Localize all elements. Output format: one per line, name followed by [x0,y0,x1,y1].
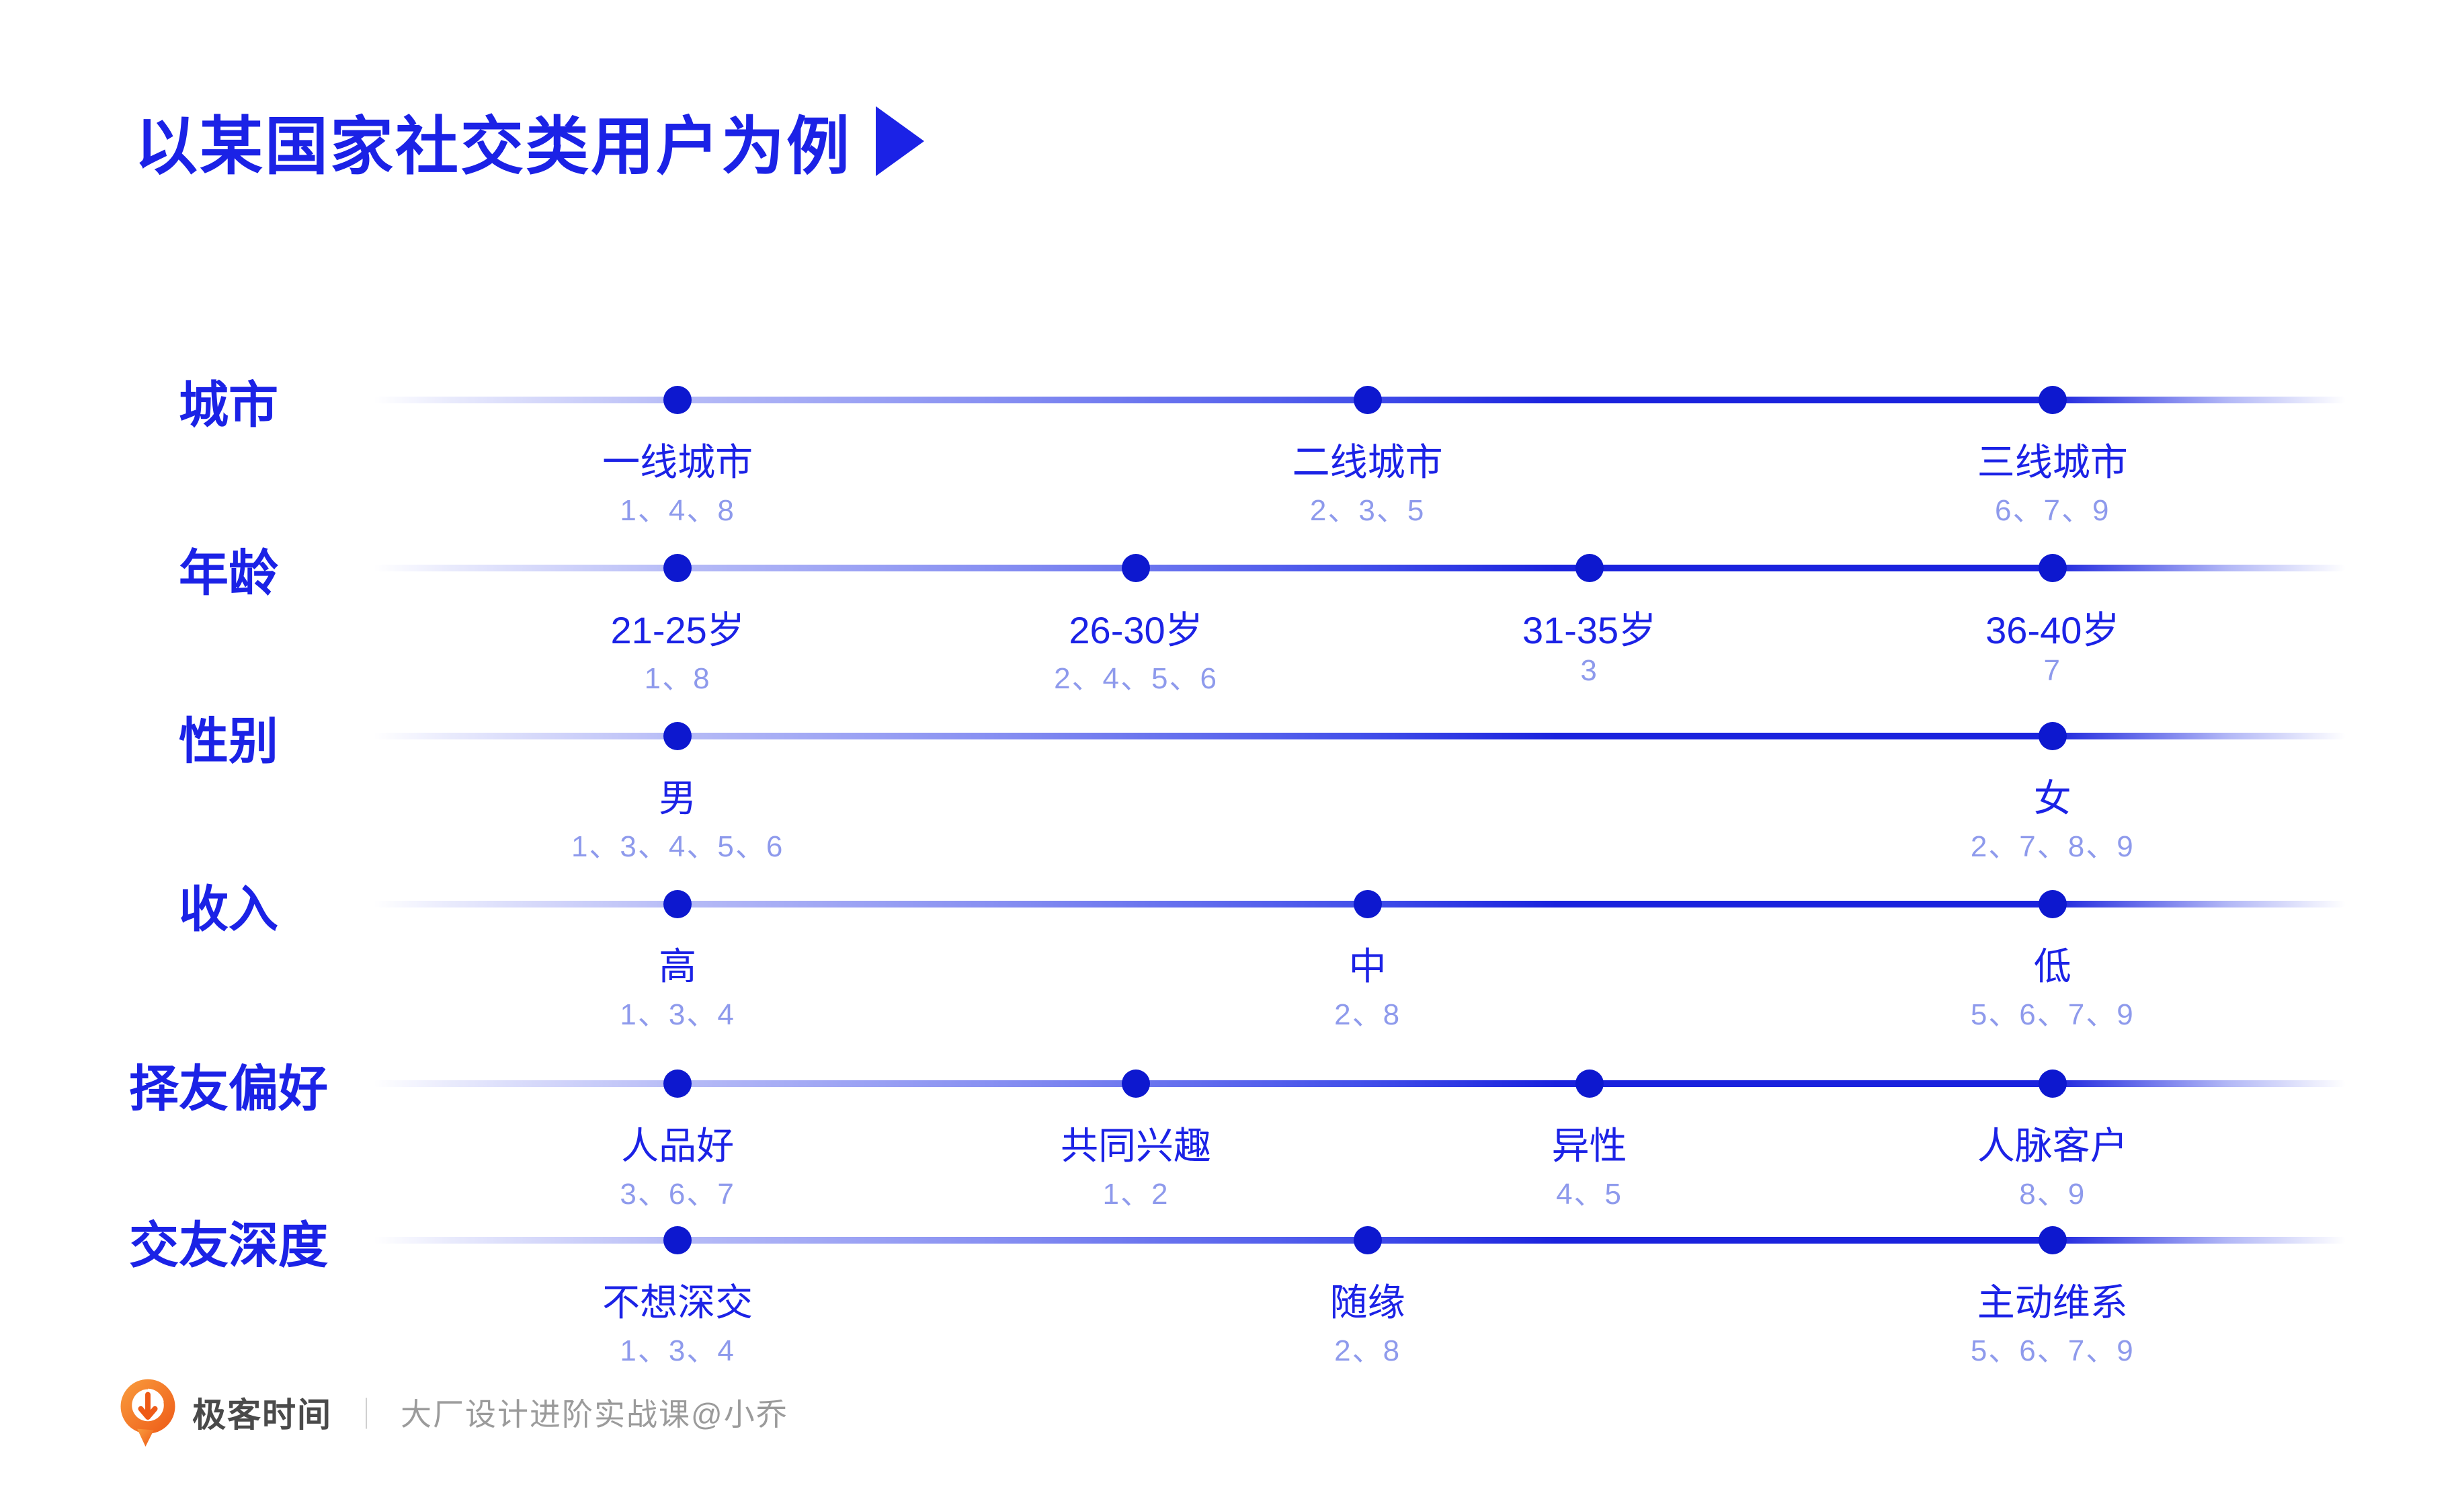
geektime-logo-icon [120,1379,175,1447]
point-name: 随缘 [1329,1281,1405,1324]
row-label: 择友偏好 [129,1061,328,1117]
point-name: 低 [2033,945,2071,987]
point-user-ids: 1、3、4 [620,998,735,1031]
row-label: 性别 [179,713,278,769]
row-label: 收入 [179,881,278,937]
footer-brand: 极客时间 [192,1396,332,1434]
point-user-ids: 5、6、7、9 [1970,1334,2135,1367]
point-name: 中 [1348,945,1387,987]
point-user-ids: 3 [1580,654,1598,687]
timeline-dot [1122,1070,1151,1098]
point-user-ids: 5、6、7、9 [1970,998,2135,1031]
timeline-dot [663,1226,692,1254]
footer: 极客时间 ｜ 大厂设计进阶实战课@小乔 [118,1375,788,1449]
point-name: 二线城市 [1292,441,1443,483]
timeline-dot [2038,554,2067,582]
point-user-ids: 1、8 [644,662,711,695]
point-name: 31-35岁 [1522,609,1657,651]
timeline-dot [2038,1070,2067,1098]
point-user-ids: 2、8 [1334,1334,1401,1367]
point-user-ids: 1、3、4 [620,1334,735,1367]
point-user-ids: 1、3、4、5、6 [571,830,784,863]
timeline-dot [1575,554,1604,582]
point-name: 人脉客户 [1977,1125,2128,1167]
point-name: 三线城市 [1977,441,2128,483]
point-name: 26-30岁 [1069,609,1203,651]
row-label: 城市 [179,377,278,433]
timeline-dot [2038,722,2067,750]
point-name: 一线城市 [602,441,753,483]
timeline-dot [663,386,692,414]
point-user-ids: 1、2 [1102,1178,1169,1211]
point-user-ids: 6、7、9 [1995,494,2110,527]
point-name: 主动维系 [1977,1281,2128,1324]
point-name: 高 [659,945,697,987]
page-title-text: 以某国家社交类用户为例 [134,111,852,181]
timeline-dot [2038,890,2067,918]
page-title: 以某国家社交类用户为例 [134,95,925,187]
row-label: 年龄 [179,545,278,601]
point-user-ids: 4、5 [1556,1178,1623,1211]
point-user-ids: 2、8 [1334,998,1401,1031]
footer-course-credit: 大厂设计进阶实战课@小乔 [401,1397,788,1432]
timeline-track [373,733,2346,739]
timeline-dot [1353,890,1382,918]
timeline-dot [1575,1070,1604,1098]
point-name: 女 [2033,777,2071,819]
point-name: 36-40岁 [1985,609,2120,651]
point-user-ids: 2、7、8、9 [1970,830,2135,863]
point-user-ids: 2、4、5、6 [1054,662,1218,695]
timeline-dot [2038,386,2067,414]
point-name: 不想深交 [602,1281,753,1324]
timeline-dot [1353,1226,1382,1254]
timeline-track [373,1080,2346,1087]
point-name: 人品好 [621,1125,735,1167]
point-name: 21-25岁 [610,609,745,651]
point-user-ids: 2、3、5 [1309,494,1426,527]
point-name: 异性 [1551,1125,1627,1167]
point-user-ids: 3、6、7 [620,1178,735,1211]
timeline-dot [663,722,692,750]
row-label: 交友深度 [129,1217,328,1273]
timeline-dot [663,890,692,918]
point-user-ids: 7 [2043,654,2062,687]
timeline-dot [663,1070,692,1098]
point-user-ids: 8、9 [2019,1178,2086,1211]
timeline-dot [1353,386,1382,414]
point-name: 共同兴趣 [1061,1125,1212,1167]
point-user-ids: 1、4、8 [620,494,735,527]
timeline-dot [2038,1226,2067,1254]
timeline-track [373,565,2346,571]
timeline-dot [1122,554,1151,582]
timeline-dot [663,554,692,582]
footer-divider: ｜ [351,1397,382,1432]
point-name: 男 [659,777,697,819]
play-triangle-icon [876,106,925,176]
